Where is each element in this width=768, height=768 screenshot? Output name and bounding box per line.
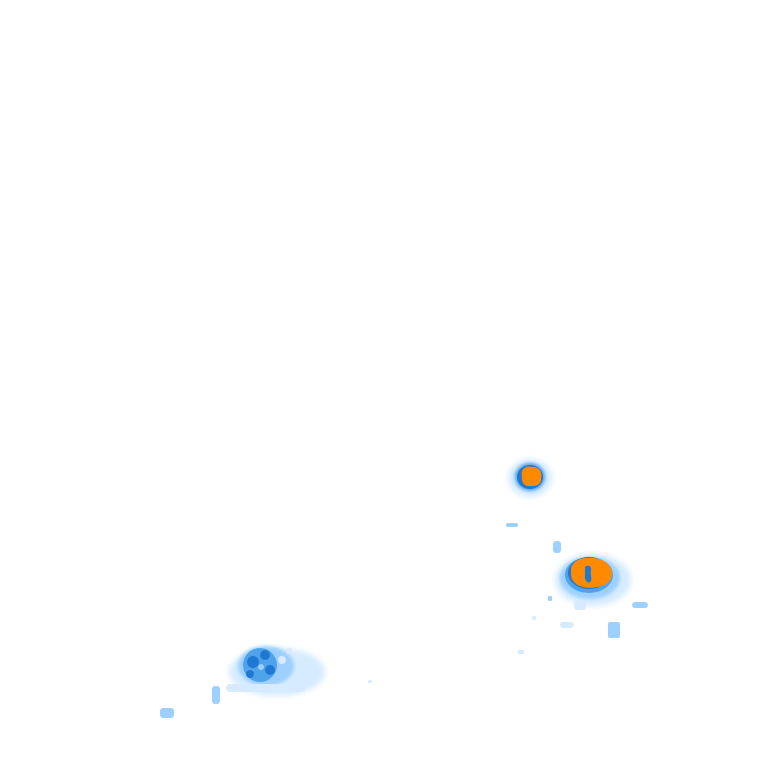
storm-cell-southwest [160, 646, 325, 718]
storm-cell-east [506, 523, 648, 638]
scattered-echoes [368, 616, 536, 683]
storm-cell-north [508, 459, 552, 497]
